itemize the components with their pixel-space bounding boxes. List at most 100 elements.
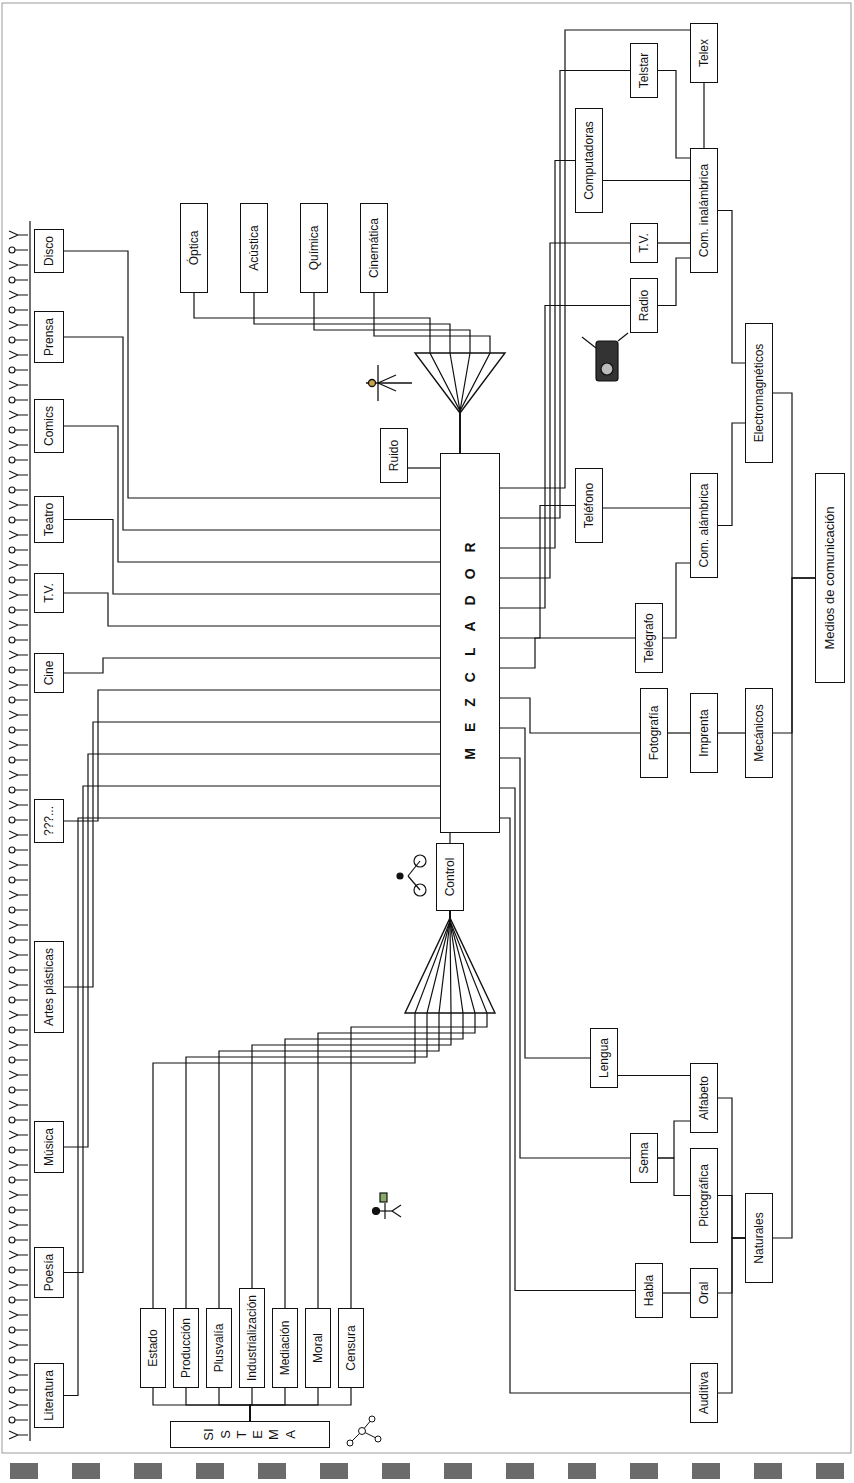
audience-figure — [9, 727, 28, 733]
box-label: Disco — [42, 236, 56, 266]
audience-figure — [9, 577, 28, 583]
connector-line — [408, 467, 440, 468]
connector-line — [318, 911, 475, 1308]
connector-line — [64, 658, 440, 673]
box-label: Acústica — [247, 225, 261, 270]
connector-line — [64, 426, 440, 562]
amplifier-triangle — [415, 353, 505, 413]
medium-box: Fotografía — [640, 688, 668, 778]
frame — [2, 3, 851, 1453]
audience-figure — [9, 1027, 28, 1033]
frame-bar — [408, 861, 420, 876]
film-perforation — [134, 1463, 162, 1479]
connector-line — [219, 911, 450, 1308]
connector-line — [153, 1388, 250, 1421]
medium-box: Industrialización — [239, 1288, 265, 1388]
medium-box: Ruido — [380, 428, 408, 483]
medium-box: Acústica — [240, 203, 268, 293]
audience-figure — [9, 471, 28, 479]
box-label: Censura — [344, 1325, 358, 1370]
audience-figure — [9, 951, 28, 959]
film-perforation — [816, 1463, 844, 1479]
connector-line — [658, 71, 690, 159]
audience-figure — [9, 1297, 28, 1303]
audience-figure — [9, 1191, 28, 1199]
audience-figure — [9, 261, 28, 269]
connector-line — [658, 242, 690, 243]
audience-figure — [9, 937, 28, 943]
atom — [369, 1416, 375, 1422]
medium-box: Naturales — [745, 1193, 773, 1283]
audience-figure — [9, 441, 28, 449]
box-label: T.V. — [637, 233, 651, 253]
connector-line — [773, 578, 815, 733]
connector-line — [64, 818, 440, 1396]
box-label: Artes plásticas — [42, 948, 56, 1026]
box-label: Telégrafo — [642, 613, 656, 662]
connector-line — [703, 83, 704, 148]
medium-box: Telex — [690, 23, 718, 83]
box-label: Moral — [311, 1333, 325, 1363]
connector-line — [64, 520, 440, 595]
audience-figure — [9, 1101, 28, 1109]
figure-leg — [392, 1205, 401, 1211]
box-label: Com. alámbrica — [697, 483, 711, 567]
medium-box: T.V. — [630, 223, 658, 263]
box-label: Control — [443, 858, 457, 897]
box-label: Oral — [697, 1282, 711, 1305]
audience-figure — [9, 531, 28, 539]
figure-head — [373, 1208, 380, 1215]
medium-box: Auditiva — [690, 1363, 718, 1423]
box-label: Cine — [42, 661, 56, 686]
box-label: Cinemática — [367, 218, 381, 278]
audience-figure — [9, 1161, 28, 1169]
audience-figure — [9, 741, 28, 749]
audience-figure — [9, 247, 28, 253]
audience-figure — [9, 501, 28, 509]
connector-line — [250, 1388, 351, 1421]
system-box: SISTEMA — [170, 1421, 330, 1448]
connector-line — [500, 728, 590, 1058]
audience-figure — [9, 1117, 28, 1123]
film-perforation — [72, 1463, 100, 1479]
audience-figure — [9, 231, 28, 239]
box-label: ???... — [42, 806, 56, 836]
box-label: Telstar — [637, 53, 651, 88]
audience-figures — [9, 231, 28, 1439]
audience-figure — [9, 1131, 28, 1139]
connector-line — [500, 506, 575, 639]
audience-figure — [9, 1311, 28, 1319]
connector-line — [285, 911, 463, 1308]
atom — [347, 1440, 353, 1446]
audience-figure — [9, 457, 28, 463]
film-perforation — [382, 1463, 410, 1479]
connector-line — [64, 722, 440, 987]
frame-bar — [408, 876, 420, 890]
box-label: Computadoras — [582, 121, 596, 200]
medium-box: Cinemática — [360, 203, 388, 293]
box-label: Ruido — [387, 440, 401, 471]
connector-line — [668, 732, 690, 733]
output-box: Música — [34, 1121, 64, 1173]
connector-line — [449, 833, 450, 843]
radio-speaker — [601, 363, 613, 375]
connector-line — [186, 1388, 250, 1421]
connector-line — [718, 423, 745, 526]
output-box: Poesía — [34, 1247, 64, 1298]
connector-line — [500, 818, 690, 1393]
audience-line — [29, 221, 30, 1441]
box-label: Com. inalámbrica — [697, 164, 711, 257]
connector-line — [64, 754, 440, 1147]
audience-figure — [9, 967, 28, 973]
box-label: Comics — [42, 406, 56, 446]
radio-icon — [582, 333, 628, 381]
audience-figure — [9, 681, 28, 689]
connector-line — [500, 758, 630, 1158]
connector-line — [663, 1292, 690, 1293]
box-label: Mediación — [278, 1321, 292, 1376]
connector-line — [500, 30, 690, 488]
medium-box: Habla — [635, 1263, 663, 1318]
